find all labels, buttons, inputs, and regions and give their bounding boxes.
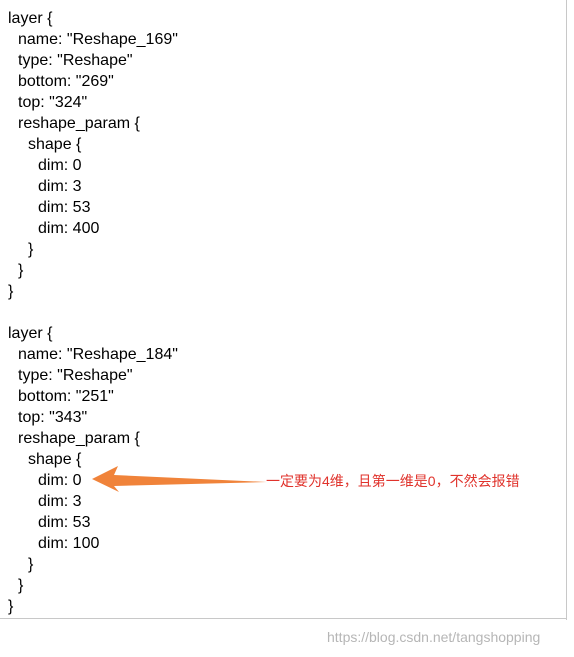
code-line-type: type: "Reshape" [18, 367, 133, 384]
code-line-shape-close: } [28, 241, 34, 258]
code-line-top: top: "343" [18, 409, 88, 426]
code-line-shape-open: shape { [28, 451, 82, 468]
code-line-dim-3: dim: 100 [38, 535, 100, 552]
code-line-reshape-param-open: reshape_param { [18, 115, 140, 132]
code-line-dim-3: dim: 400 [38, 220, 100, 237]
code-line-reshape-param-close: } [18, 577, 24, 594]
annotation-note: 一定要为4维，且第一维是0，不然会报错 [266, 473, 520, 489]
code-line-layer-open: layer { [8, 325, 53, 342]
code-line-shape-close: } [28, 556, 34, 573]
code-line-name: name: "Reshape_169" [18, 31, 178, 48]
annotation-arrow-icon [92, 466, 267, 492]
code-block-reshape-184: layer { name: "Reshape_184" type: "Resha… [8, 323, 178, 617]
code-line-name: name: "Reshape_184" [18, 346, 178, 363]
code-line-layer-close: } [8, 283, 14, 300]
code-line-dim-2: dim: 53 [38, 514, 91, 531]
watermark-url: https://blog.csdn.net/tangshopping [327, 629, 541, 645]
code-block-reshape-169: layer { name: "Reshape_169" type: "Resha… [8, 8, 178, 302]
code-line-shape-open: shape { [28, 136, 82, 153]
code-line-layer-open: layer { [8, 10, 53, 27]
image-border-right [566, 0, 567, 620]
code-line-reshape-param-open: reshape_param { [18, 430, 140, 447]
code-line-bottom: bottom: "269" [18, 73, 114, 90]
code-line-dim-0: dim: 0 [38, 157, 82, 174]
code-line-layer-close: } [8, 598, 14, 615]
code-line-top: top: "324" [18, 94, 88, 111]
code-line-dim-0-annotated: dim: 0 [38, 472, 82, 489]
code-line-reshape-param-close: } [18, 262, 24, 279]
code-line-bottom: bottom: "251" [18, 388, 114, 405]
code-line-type: type: "Reshape" [18, 52, 133, 69]
code-line-dim-2: dim: 53 [38, 199, 91, 216]
image-border-bottom [0, 618, 567, 619]
code-line-dim-1: dim: 3 [38, 178, 82, 195]
code-line-dim-1: dim: 3 [38, 493, 82, 510]
